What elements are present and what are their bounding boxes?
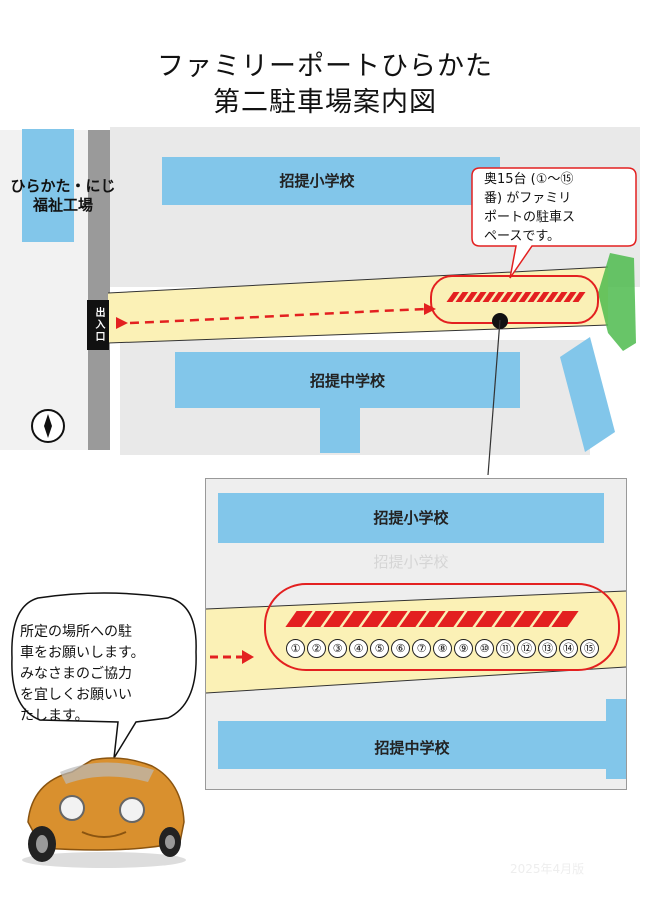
car-illustration bbox=[22, 757, 186, 868]
middle-school-wing bbox=[320, 408, 360, 453]
parking-stalls-overview bbox=[446, 292, 586, 302]
greenery bbox=[598, 253, 636, 351]
space-number: ⑥ bbox=[391, 639, 410, 658]
space-number: ⑬ bbox=[538, 639, 557, 658]
elementary-school-building bbox=[162, 157, 472, 205]
space-number: ⑤ bbox=[370, 639, 389, 658]
inset-faded-label: 招提小学校 bbox=[373, 553, 449, 571]
inset-east-building bbox=[606, 699, 626, 779]
space-number: ① bbox=[286, 639, 305, 658]
space-number: ⑧ bbox=[433, 639, 452, 658]
space-number: ③ bbox=[328, 639, 347, 658]
entrance-label: 出入口 bbox=[87, 300, 109, 350]
edition-label: 2025年4月版 bbox=[510, 862, 585, 876]
welfare-factory-building bbox=[22, 129, 74, 242]
notice-bubble-shape bbox=[11, 592, 197, 759]
elementary-school-label: 招提小学校 bbox=[279, 172, 355, 190]
route-arrow bbox=[116, 303, 436, 329]
inset-elementary-school-building bbox=[218, 493, 604, 543]
inset-map: 招提小学校 招提小学校 招提中学校 ① ② ③ ④ ⑤ ⑥ ⑦ ⑧ ⑨ ⑩ ⑪ … bbox=[205, 478, 627, 790]
space-number: ⑩ bbox=[475, 639, 494, 658]
space-number: ⑮ bbox=[580, 639, 599, 658]
space-number: ⑪ bbox=[496, 639, 515, 658]
middle-school-building bbox=[175, 352, 520, 408]
inset-route-arrow bbox=[210, 650, 254, 664]
inset-middle-school-building bbox=[218, 721, 606, 769]
middle-school-label: 招提中学校 bbox=[309, 372, 385, 390]
callout-text: 奥15台 (①～⑮ 番) がファミリ ポートの駐車ス ペースです。 bbox=[484, 172, 576, 244]
parking-space-numbers: ① ② ③ ④ ⑤ ⑥ ⑦ ⑧ ⑨ ⑩ ⑪ ⑫ ⑬ ⑭ ⑮ bbox=[286, 639, 599, 658]
space-number: ⑫ bbox=[517, 639, 536, 658]
notice-text: 所定の場所への駐 車をお願いします。 みなさまのご協力 を宜しくお願いい たしま… bbox=[20, 624, 145, 724]
welfare-factory-label: ひらかた・にじ 福祉工場 bbox=[10, 177, 116, 214]
space-number: ④ bbox=[349, 639, 368, 658]
east-building bbox=[560, 337, 615, 452]
page-subtitle: 第二駐車場案内図 bbox=[213, 87, 437, 118]
space-number: ⑭ bbox=[559, 639, 578, 658]
access-road bbox=[108, 266, 608, 344]
main-road bbox=[88, 130, 110, 450]
page-title: ファミリーポートひらかた bbox=[157, 51, 493, 82]
inset-parking-outline bbox=[264, 583, 620, 671]
inset-parking-stalls bbox=[285, 611, 579, 627]
space-number: ② bbox=[307, 639, 326, 658]
connector-line bbox=[487, 320, 501, 476]
compass-icon bbox=[31, 409, 65, 443]
space-number: ⑨ bbox=[454, 639, 473, 658]
inset-middle-school-label: 招提中学校 bbox=[374, 739, 450, 757]
inset-elementary-school-label: 招提小学校 bbox=[373, 509, 449, 527]
space-number: ⑦ bbox=[412, 639, 431, 658]
callout-bubble-shape bbox=[471, 167, 637, 279]
